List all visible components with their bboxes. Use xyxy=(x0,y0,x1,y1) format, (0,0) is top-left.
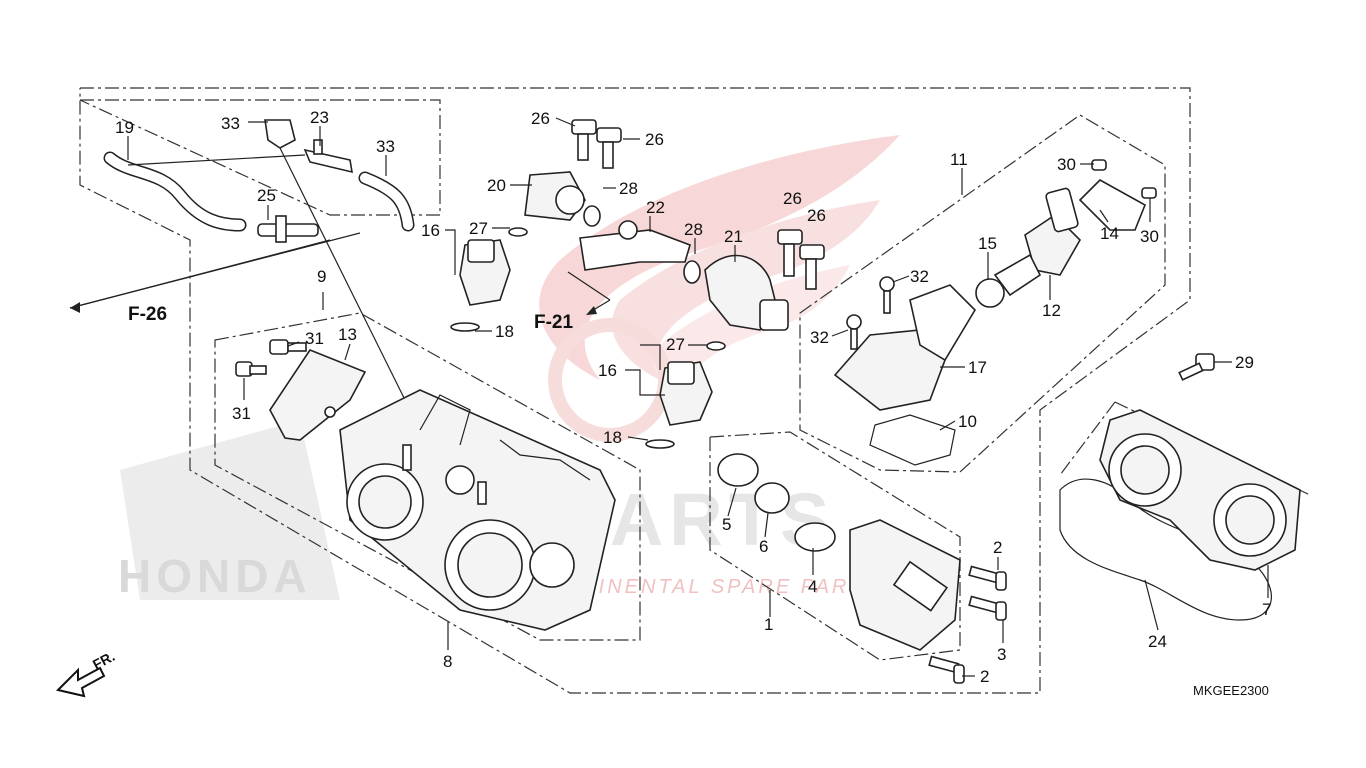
front-arrow-icon xyxy=(56,666,106,698)
screws-32 xyxy=(846,276,895,350)
label-17: 17 xyxy=(968,358,987,377)
sensor-12 xyxy=(993,187,1081,297)
label-8: 8 xyxy=(443,652,452,671)
label-27-a: 27 xyxy=(469,219,488,238)
label-13: 13 xyxy=(338,325,357,344)
label-7: 7 xyxy=(1262,600,1271,619)
fitting-25 xyxy=(257,215,319,243)
watermark-honda: HONDA xyxy=(118,550,312,602)
reference-leaders xyxy=(69,232,611,315)
label-30-b: 30 xyxy=(1140,227,1159,246)
label-16-b: 16 xyxy=(598,361,617,380)
label-26-c: 26 xyxy=(783,189,802,208)
label-5: 5 xyxy=(722,515,731,534)
label-28-a: 28 xyxy=(619,179,638,198)
label-27-b: 27 xyxy=(666,335,685,354)
label-14: 14 xyxy=(1100,224,1119,243)
bolt-29 xyxy=(1178,353,1215,381)
regulator-21 xyxy=(704,254,789,331)
hose-19 xyxy=(103,151,306,232)
bolts-2-3 xyxy=(928,565,1007,684)
ref-f21[interactable]: F-21 xyxy=(534,312,574,333)
label-9: 9 xyxy=(317,267,326,286)
label-leaders xyxy=(127,117,1269,677)
label-29: 29 xyxy=(1235,353,1254,372)
control-module-1 xyxy=(717,453,961,651)
label-31-b: 31 xyxy=(232,404,251,423)
injector-lower xyxy=(508,227,726,449)
label-30-a: 30 xyxy=(1057,155,1076,174)
tee-23 xyxy=(303,139,353,174)
part-labels: 19 33 23 33 25 26 26 20 28 22 28 21 27 1… xyxy=(115,108,1271,686)
label-32-a: 32 xyxy=(910,267,929,286)
label-11: 11 xyxy=(950,150,968,169)
label-19: 19 xyxy=(115,118,134,137)
holder-20 xyxy=(524,171,586,221)
label-26-a: 26 xyxy=(531,109,550,128)
label-24: 24 xyxy=(1148,632,1167,651)
sensor-housing-17 xyxy=(833,284,977,411)
front-label: FR. xyxy=(90,648,117,673)
bolts-26 xyxy=(571,119,825,290)
label-16-a: 16 xyxy=(421,221,440,240)
label-4: 4 xyxy=(808,577,817,596)
screws-30 xyxy=(1091,159,1157,199)
bracket-13 xyxy=(269,349,367,441)
label-21: 21 xyxy=(724,227,743,246)
label-3: 3 xyxy=(997,645,1006,664)
label-33-b: 33 xyxy=(376,137,395,156)
ref-f26[interactable]: F-26 xyxy=(128,304,167,325)
throttle-body-8 xyxy=(339,389,616,631)
label-23: 23 xyxy=(310,108,329,127)
label-1: 1 xyxy=(764,615,773,634)
label-18-a: 18 xyxy=(495,322,514,341)
label-20: 20 xyxy=(487,176,506,195)
label-26-b: 26 xyxy=(645,130,664,149)
plate-14 xyxy=(1078,179,1147,231)
air-funnel-7 xyxy=(1099,409,1301,571)
joint-33 xyxy=(264,119,411,411)
label-25: 25 xyxy=(257,186,276,205)
label-31-a: 31 xyxy=(305,329,324,348)
label-33-a: 33 xyxy=(221,114,240,133)
o-ring-15 xyxy=(975,278,1005,308)
label-10: 10 xyxy=(958,412,977,431)
honda-dotted-watermark: HONDA xyxy=(118,420,340,602)
gasket-10 xyxy=(869,414,956,466)
diagram-code: MKGEE2300 xyxy=(1193,683,1269,698)
watermark: PARTS INTERCONTINENTAL SPARE PARTS HONDA xyxy=(118,135,900,602)
label-2-b: 2 xyxy=(980,667,989,686)
label-2-a: 2 xyxy=(993,538,1002,557)
label-26-d: 26 xyxy=(807,206,826,225)
injector-upper xyxy=(450,239,511,332)
hose-33 xyxy=(358,171,415,232)
label-15: 15 xyxy=(978,234,997,253)
label-32-b: 32 xyxy=(810,328,829,347)
label-22: 22 xyxy=(646,198,665,217)
label-18-b: 18 xyxy=(603,428,622,447)
label-6: 6 xyxy=(759,537,768,556)
label-12: 12 xyxy=(1042,301,1061,320)
label-28-b: 28 xyxy=(684,220,703,239)
